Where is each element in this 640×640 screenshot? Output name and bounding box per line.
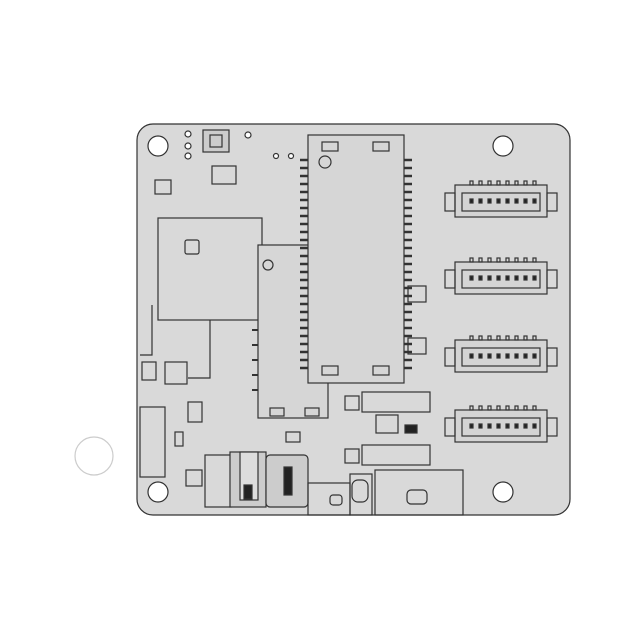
mounting-hole <box>492 135 514 157</box>
mounting-hole <box>147 135 169 157</box>
ghost-circle <box>74 436 114 476</box>
sensor-chip <box>202 129 230 153</box>
chip <box>154 179 172 195</box>
mounting-hole <box>147 481 169 503</box>
board-connector <box>444 335 558 373</box>
main-module <box>307 134 405 384</box>
small-connector <box>361 391 431 413</box>
small-connector <box>361 444 431 466</box>
side-connector <box>139 406 166 478</box>
board-connector <box>444 405 558 443</box>
board-connector <box>444 180 558 218</box>
board-connector <box>444 257 558 295</box>
chip <box>211 165 237 185</box>
mounting-hole <box>492 481 514 503</box>
usb-connector <box>374 469 464 516</box>
